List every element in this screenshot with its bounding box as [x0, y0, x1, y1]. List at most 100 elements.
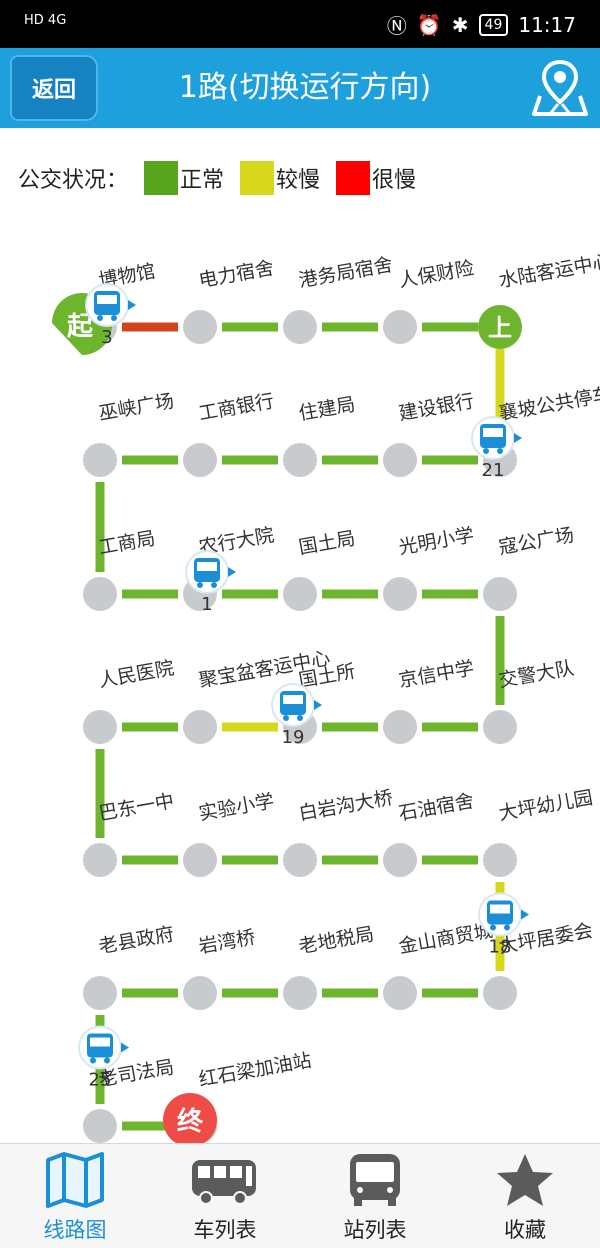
map-location-icon[interactable]	[532, 58, 588, 118]
tab-bus-list[interactable]: 车列表	[150, 1144, 300, 1248]
legend-label-normal: 正常	[180, 168, 225, 193]
bus-icon-wheel	[483, 448, 489, 454]
legend-swatch-slow	[336, 161, 371, 195]
tab-label: 站列表	[343, 1218, 407, 1242]
bus-marker: 1	[185, 550, 236, 615]
station-name[interactable]: 人民医院	[97, 657, 176, 692]
clock: 11:17	[518, 12, 576, 37]
station-name[interactable]: 巴东一中	[97, 790, 176, 825]
legend-label-moderate: 较慢	[276, 168, 321, 193]
station-name[interactable]: 工商局	[97, 527, 157, 559]
station-dot	[183, 843, 217, 877]
star-icon	[497, 1154, 553, 1206]
station-name[interactable]: 实验小学	[197, 790, 276, 825]
bus-icon-wheel	[490, 924, 496, 931]
bus-marker: 21	[471, 416, 522, 481]
station-dot	[183, 443, 217, 477]
station-name[interactable]: 老县政府	[97, 923, 176, 958]
bus-icon-wheel	[497, 448, 503, 454]
station-name[interactable]: 国土局	[297, 527, 357, 559]
bus-count-label: 19	[282, 727, 305, 748]
legend-swatch-normal	[144, 161, 179, 195]
bus-direction-arrow	[128, 300, 136, 310]
page-title[interactable]: 1路(切换运行方向)	[178, 70, 432, 105]
station-name[interactable]: 人保财险	[397, 257, 476, 292]
station-name[interactable]: 石油宿舍	[397, 790, 476, 825]
station-dot	[283, 443, 317, 477]
station-name[interactable]: 巫峡广场	[97, 390, 176, 425]
bus-icon-window	[97, 295, 117, 304]
station-name[interactable]: 京信中学	[397, 657, 476, 692]
station-dot	[183, 310, 217, 344]
tab-station-list[interactable]: 站列表	[300, 1144, 450, 1248]
station-name[interactable]: 水陆客运中心	[497, 250, 600, 291]
station-dot	[83, 443, 117, 477]
bus-side-icon	[192, 1160, 256, 1205]
end-badge-text: 终	[177, 1106, 204, 1137]
station-dot	[83, 710, 117, 744]
station-name[interactable]: 光明小学	[397, 524, 476, 559]
tab-label: 线路图	[43, 1218, 107, 1242]
bus-icon-wheel	[504, 924, 510, 931]
boarding-badge-text: 上	[488, 314, 512, 342]
station-name[interactable]: 老地税局	[297, 923, 376, 958]
tab-favorites[interactable]: 收藏	[450, 1144, 600, 1248]
station-name[interactable]: 红石梁加油站	[197, 1049, 313, 1090]
station-dot	[183, 710, 217, 744]
station-name[interactable]: 襄坡公共停车场	[497, 380, 600, 425]
nfc-icon: Ⓝ	[386, 14, 407, 38]
station-dot	[383, 710, 417, 744]
bus-direction-arrow	[121, 1042, 129, 1053]
boarding-marker	[478, 305, 522, 349]
station-dot	[83, 577, 117, 611]
bus-icon-wheel	[297, 715, 303, 721]
network-indicator: HD 4G	[24, 13, 67, 28]
station-name[interactable]: 电力宿舍	[197, 257, 276, 292]
route-map: 博物馆电力宿舍港务局宿舍人保财险水陆客运中心襄坡公共停车场建设银行住建局工商银行…	[52, 250, 600, 1143]
end-marker	[163, 1093, 217, 1143]
header-bar: 返回 1路(切换运行方向)	[0, 48, 600, 128]
tab-route-map[interactable]: 线路图	[0, 1144, 150, 1248]
station-name[interactable]: 岩湾桥	[197, 926, 257, 958]
bus-icon-wheel	[97, 315, 103, 321]
station-dot	[483, 976, 517, 1010]
station-name[interactable]: 住建局	[297, 393, 357, 425]
station-name[interactable]: 交警大队	[497, 657, 576, 692]
station-dot	[183, 976, 217, 1010]
station-dot	[283, 310, 317, 344]
station-name[interactable]: 白岩沟大桥	[297, 787, 394, 825]
route-map-tab-icon	[46, 1152, 104, 1208]
station-name[interactable]: 港务局宿舍	[297, 254, 394, 292]
station-name[interactable]: 工商银行	[197, 390, 276, 425]
bus-marker: 19	[271, 683, 322, 748]
tab-label: 车列表	[193, 1218, 257, 1242]
bus-direction-arrow	[228, 567, 236, 577]
station-dot	[483, 577, 517, 611]
bus-icon-wheel	[197, 582, 203, 588]
back-button[interactable]: 返回	[10, 55, 98, 121]
bus-icon-wheel	[283, 715, 289, 721]
station-dot	[283, 843, 317, 877]
battery-level: 49	[478, 13, 509, 36]
legend-title: 公交状况：	[18, 168, 129, 193]
bus-icon-window	[283, 695, 303, 704]
bus-direction-arrow	[514, 433, 522, 443]
station-dot	[483, 843, 517, 877]
bus-count-label: 25	[89, 1070, 112, 1091]
station-dot	[383, 843, 417, 877]
station-name[interactable]: 大坪幼儿园	[497, 787, 594, 825]
tab-label: 收藏	[504, 1218, 546, 1242]
bus-icon-window	[90, 1037, 110, 1047]
station-name[interactable]: 寇公广场	[497, 524, 576, 559]
station-name[interactable]: 金山商贸城	[397, 920, 494, 958]
bluetooth-icon: ✱	[451, 12, 469, 37]
station-name[interactable]: 建设银行	[397, 390, 476, 425]
station-dot	[383, 443, 417, 477]
station-dot	[283, 976, 317, 1010]
bus-direction-arrow	[314, 700, 322, 710]
bottom-tab-bar: 线路图 车列表 站列表 收藏	[0, 1143, 600, 1248]
station-dot	[83, 1109, 117, 1143]
bus-count-label: 1	[201, 594, 212, 615]
bus-marker: 3	[85, 283, 136, 348]
status-bar: HD 4G Ⓝ ⏰ ✱ 49 11:17	[0, 0, 600, 48]
